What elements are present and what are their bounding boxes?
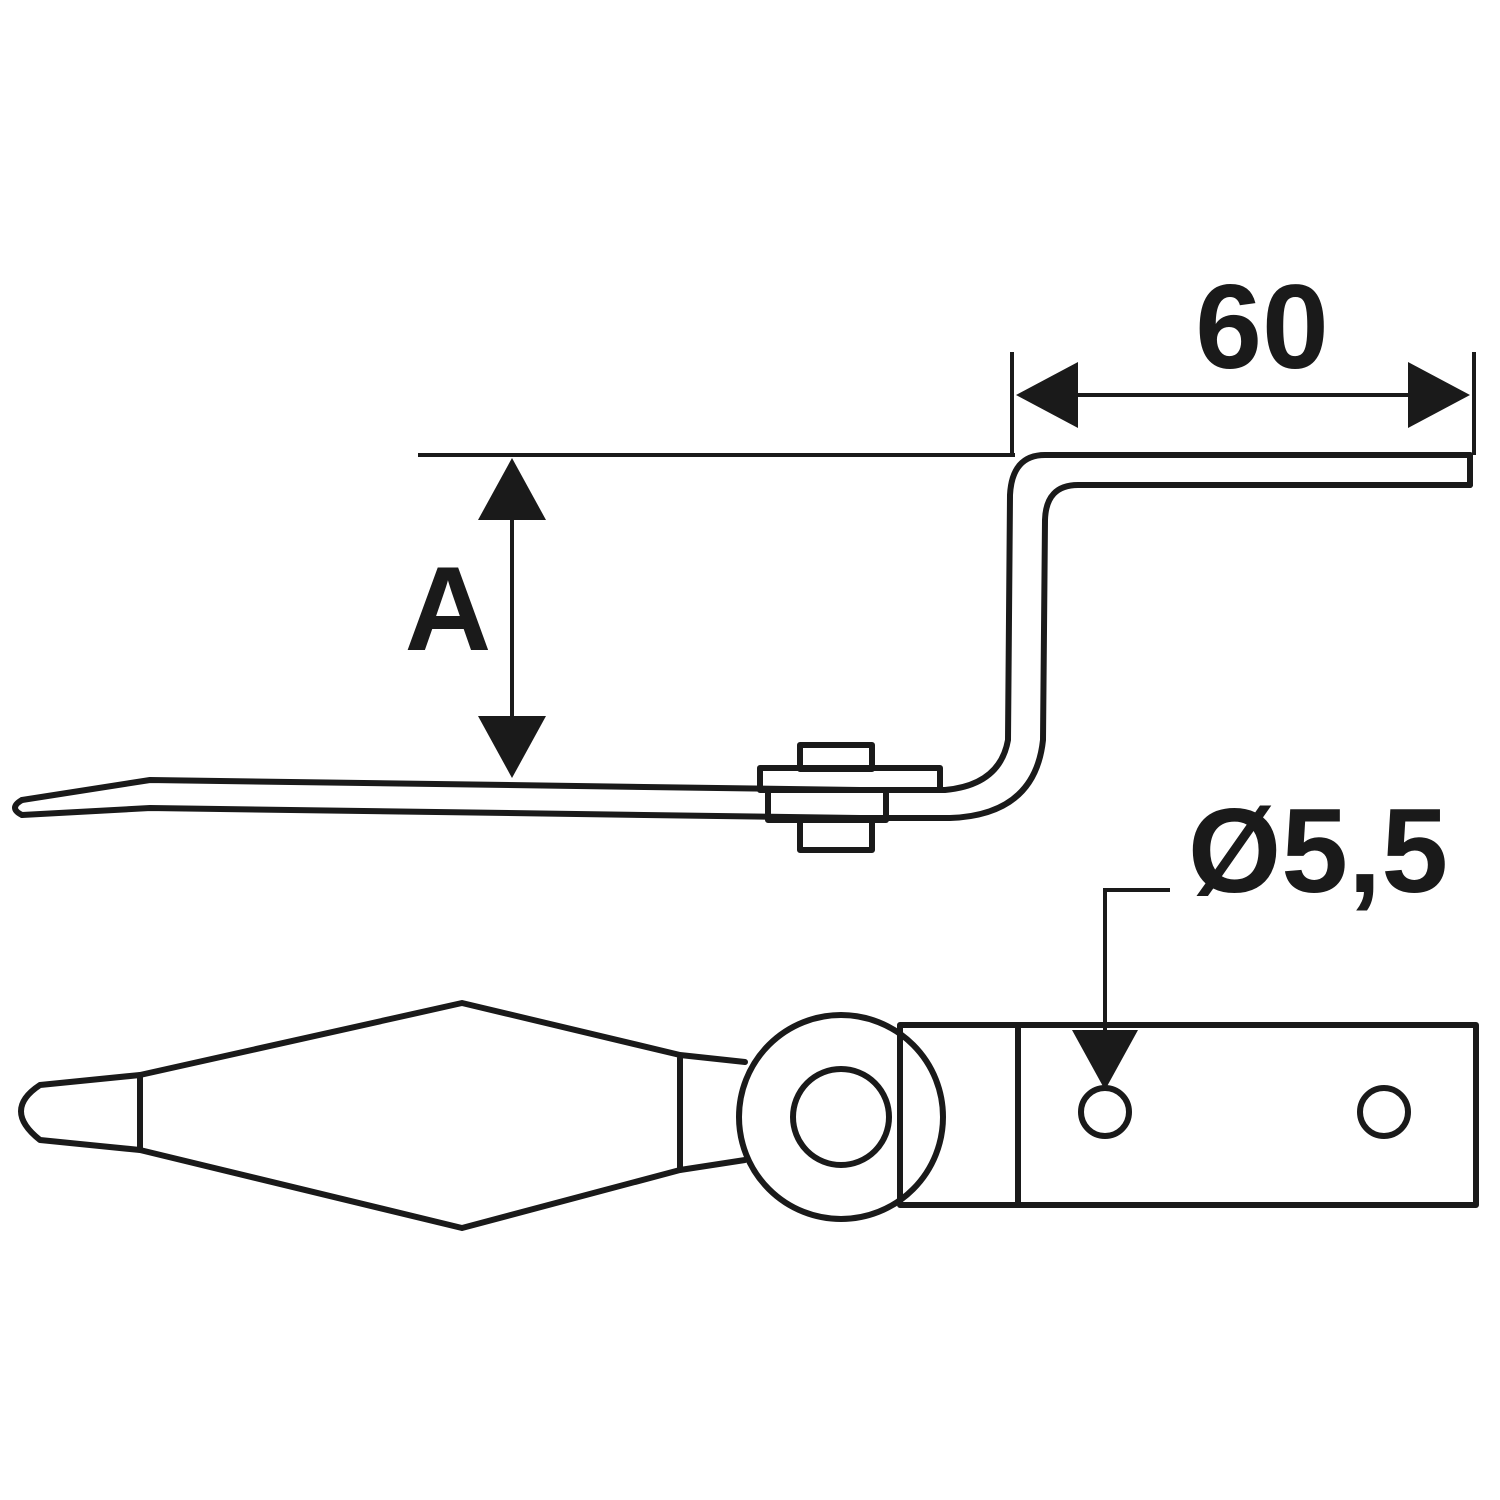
- hole-diameter-label: Ø5,5: [1188, 784, 1448, 918]
- dimension-a-arrow-down: [478, 716, 546, 778]
- hole-diameter-arrow: [1072, 1030, 1138, 1090]
- rivet-tail: [797, 817, 875, 853]
- dimension-a-arrow-up: [478, 458, 546, 520]
- side-view: A 60: [12, 260, 1476, 853]
- strap-inner-edge: [19, 482, 1473, 821]
- handle-lance: [18, 1000, 748, 1231]
- strap-outer-edge: [19, 452, 1473, 803]
- strap-plate: [897, 1022, 1479, 1208]
- mounting-hole-2: [1357, 1085, 1411, 1139]
- dimension-60-arrow-left: [1016, 362, 1078, 428]
- top-view: Ø5,5: [18, 784, 1479, 1231]
- mounting-hole-1: [1078, 1085, 1132, 1139]
- dimension-60-label: 60: [1195, 260, 1328, 394]
- eye-ring-outer: [736, 1012, 946, 1222]
- dimension-a-label: A: [405, 542, 492, 676]
- rivet-head-top: [797, 742, 875, 772]
- hole-diameter-leader: [1103, 888, 1170, 1035]
- dimension-60-arrow-right: [1408, 362, 1470, 428]
- handle-tip-cap: [12, 797, 25, 818]
- eye-ring-hole: [790, 1066, 892, 1168]
